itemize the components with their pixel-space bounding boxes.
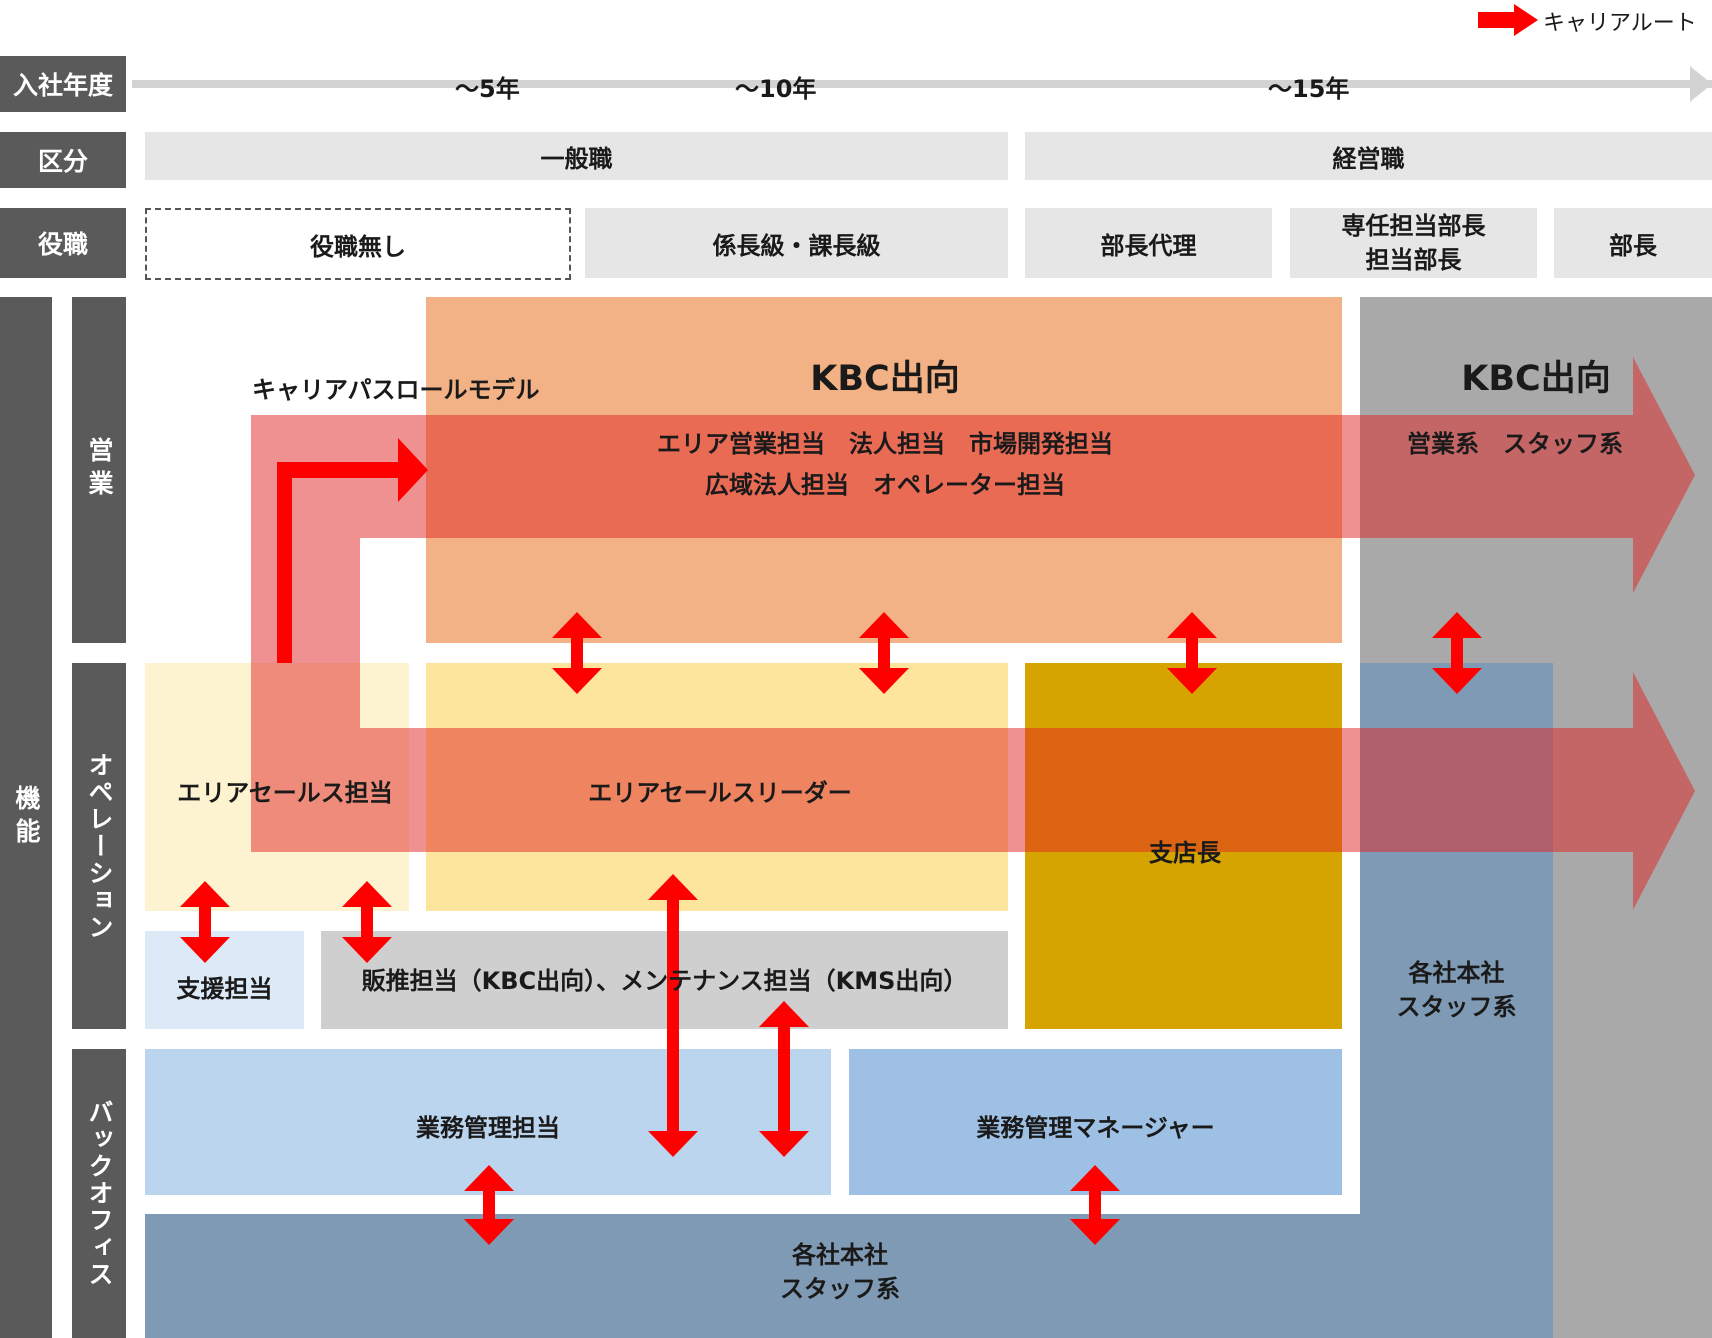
area-leader-label: エリアセールスリーダー: [588, 778, 852, 807]
sales-promo-label: 販推担当（KBC出向）、メンテナンス担当（KMS出向）: [361, 966, 968, 995]
area-sales-label: エリアセールス担当: [177, 778, 393, 807]
header-year: 入社年度: [0, 56, 126, 112]
role-model-label: キャリアパスロールモデル: [252, 376, 540, 404]
header-operation: オペレーション: [72, 663, 126, 1029]
position-senior-line1: 専任担当部長: [1341, 212, 1486, 240]
position-senior: 専任担当部長 担当部長: [1290, 208, 1537, 278]
biz-admin-mgr-label: 業務管理マネージャー: [976, 1113, 1215, 1142]
position-senior-line2: 担当部長: [1365, 246, 1462, 274]
hq-staff-right-line1: 各社本社: [1408, 959, 1505, 987]
division-general: 一般職: [145, 132, 1008, 180]
biz-admin-label: 業務管理担当: [416, 1113, 560, 1142]
position-deputy: 部長代理: [1025, 208, 1272, 278]
kbc-secondment-label-1: KBC出向: [810, 358, 960, 399]
position-none: 役職無し: [145, 208, 571, 280]
sales-promo-box: [321, 931, 1008, 1029]
header-sales: 営業: [72, 297, 126, 643]
header-function: 機能: [0, 297, 52, 1338]
header-division: 区分: [0, 132, 126, 188]
division-management: 経営職: [1025, 132, 1712, 180]
sales-staff-label: 営業系 スタッフ系: [1407, 429, 1623, 458]
position-chief: 係長級・課長級: [585, 208, 1008, 278]
header-backoffice: バックオフィス: [72, 1049, 126, 1338]
legend-career-route: キャリアルート: [1543, 11, 1697, 36]
hq-staff-right-label: 各社本社 スタッフ系: [1360, 950, 1553, 1030]
hq-staff-bottom-line1: 各社本社: [792, 1241, 888, 1269]
header-position: 役職: [0, 208, 126, 278]
hq-staff-bottom-line2: スタッフ系: [780, 1275, 900, 1303]
support-box: [145, 931, 304, 1029]
timeline-15y: 〜15年: [1268, 75, 1350, 103]
timeline-5y: 〜5年: [455, 75, 520, 103]
position-director: 部長: [1554, 208, 1712, 278]
sales-roles-line1: エリア営業担当 法人担当 市場開発担当: [657, 429, 1113, 458]
timeline-10y: 〜10年: [735, 75, 817, 103]
kbc-secondment-label-2: KBC出向: [1461, 358, 1611, 399]
branch-manager-label: 支店長: [1149, 838, 1221, 867]
sales-roles-line2: 広域法人担当 オペレーター担当: [705, 470, 1065, 499]
hq-staff-bottom-label: 各社本社 スタッフ系: [700, 1232, 980, 1312]
hq-staff-right-line2: スタッフ系: [1396, 993, 1517, 1021]
support-label: 支援担当: [176, 974, 273, 1003]
